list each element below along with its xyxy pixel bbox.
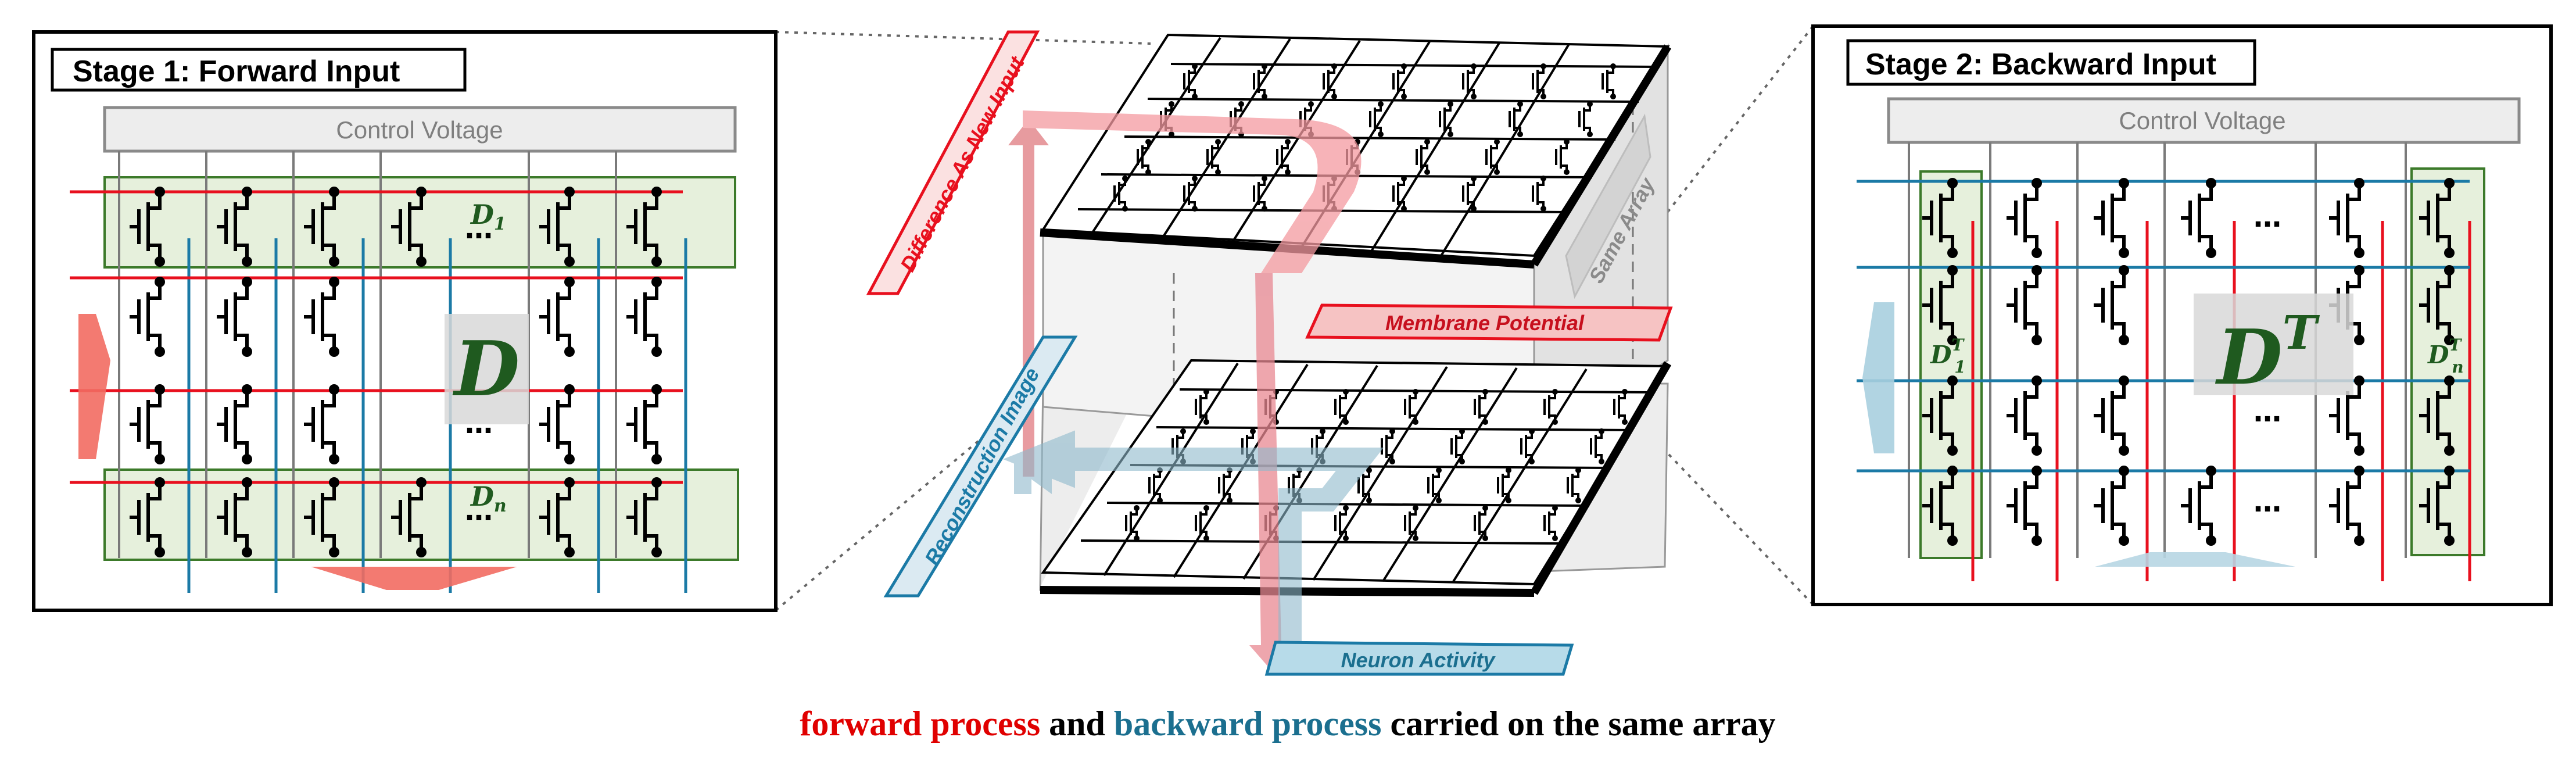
stage2-title: Stage 2: Backward Input: [1865, 48, 2216, 81]
zoom-lines: [775, 25, 1814, 611]
stage2-ellipsis-row3: …: [2253, 396, 2281, 428]
stage1-ellipsis-row4: …: [465, 495, 493, 527]
stage2-ellipsis-row1: …: [2253, 201, 2281, 234]
stage2-ellipsis-row4: …: [2253, 486, 2281, 518]
stage2-output-arrow-up: [2095, 552, 2295, 567]
label-difference: Difference As New Input: [895, 52, 1030, 276]
stage1-output-arrow-down: [311, 567, 517, 590]
stage1-row-first-label: D1: [470, 199, 506, 234]
difference-ribbon: Difference As New Input: [866, 30, 1040, 295]
stage2-control-voltage: Control Voltage: [2119, 107, 2285, 134]
stage2-panel: Stage 2: Backward Input Control Voltage: [1811, 24, 2553, 606]
stage1-title: Stage 1: Forward Input: [73, 55, 400, 88]
membrane-ribbon: Membrane Potential: [1305, 303, 1673, 342]
center-array: Difference As New Input Membrane Potenti…: [866, 30, 1673, 676]
label-membrane: Membrane Potential: [1385, 311, 1585, 335]
stage1-panel: Stage 1: Forward Input Control Voltage: [32, 30, 778, 612]
stage1-row-last-label: Dn: [470, 481, 507, 516]
stage1-ellipsis-row1: …: [465, 213, 493, 245]
neuron-ribbon: Neuron Activity: [1264, 641, 1574, 676]
figure-caption: forward process and backward process car…: [800, 704, 1775, 743]
stage2-input-arrow-up: [1862, 302, 1894, 453]
stage1-input-arrow-right: [78, 314, 110, 459]
stage1-control-voltage: Control Voltage: [336, 116, 503, 144]
label-neuron: Neuron Activity: [1341, 648, 1496, 672]
stage1-matrix-symbol: D: [452, 324, 520, 413]
stage2-matrix-symbol: DT: [2215, 305, 2320, 402]
